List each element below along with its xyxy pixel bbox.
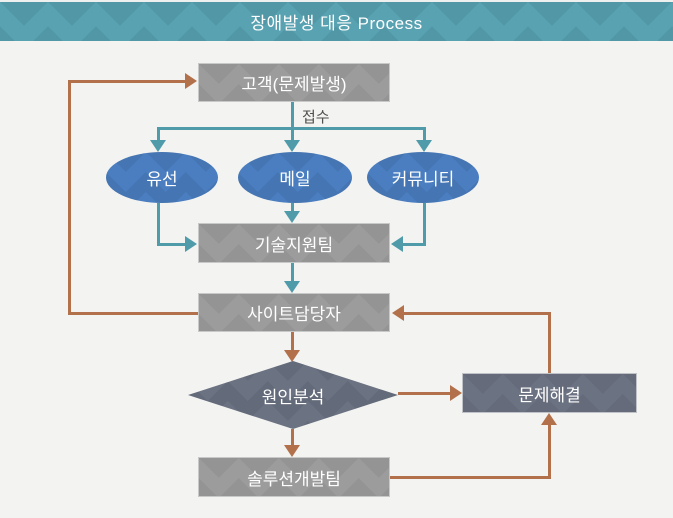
node-cause-analysis-label: 원인분석 <box>261 387 325 407</box>
node-cause-analysis: 원인분석 <box>188 361 398 429</box>
edge-solution-up <box>548 425 551 479</box>
node-channel-phone: 유선 <box>106 152 218 203</box>
node-mail-label: 메일 <box>279 170 311 189</box>
edge-branch-horizontal <box>157 127 426 130</box>
node-problem-resolution-label: 문제해결 <box>518 385 581 405</box>
arrowhead-community-to-tech <box>391 236 403 252</box>
edge-resolve-to-site <box>404 312 551 315</box>
edge-resolve-up <box>548 314 551 374</box>
edge-drop-community <box>423 127 426 141</box>
edge-loop-top <box>68 80 185 83</box>
arrowhead-mail-to-tech <box>284 211 300 223</box>
node-solution-dev-team: 솔루션개발팀 <box>198 457 390 497</box>
edge-phone-right <box>157 243 185 246</box>
node-problem-resolution: 문제해결 <box>462 373 637 413</box>
node-site-manager-label: 사이트담당자 <box>247 305 341 324</box>
title-bar: 장애발생 대응 Process <box>0 2 673 41</box>
edge-community-down <box>423 203 426 246</box>
edge-community-left <box>403 243 426 246</box>
node-tech-support: 기술지원팀 <box>198 223 390 263</box>
edge-solution-right <box>390 476 551 479</box>
arrowhead-resolve-to-site <box>392 305 404 321</box>
edge-label-receipt: 접수 <box>302 109 330 126</box>
node-community-label: 커뮤니티 <box>391 170 455 189</box>
edge-drop-phone <box>157 127 160 141</box>
node-customer-label: 고객(문제발생) <box>241 75 347 94</box>
arrowhead-solution-to-resolve <box>541 413 557 425</box>
arrowhead-to-mail <box>284 140 300 152</box>
edge-diamond-to-solution <box>291 429 294 446</box>
arrowhead-site-to-customer <box>185 73 197 89</box>
arrowhead-phone-to-tech <box>185 236 197 252</box>
node-customer: 고객(문제발생) <box>198 63 390 102</box>
edge-diamond-to-resolve <box>398 392 451 395</box>
edge-site-to-diamond <box>291 332 294 351</box>
arrowhead-tech-to-site <box>284 281 300 293</box>
node-phone-label: 유선 <box>146 170 178 189</box>
node-site-manager: 사이트담당자 <box>198 293 390 332</box>
edge-mail-down <box>291 203 294 212</box>
arrowhead-to-community <box>416 140 432 152</box>
node-channel-community: 커뮤니티 <box>367 152 479 203</box>
arrowhead-site-to-diamond <box>284 350 300 362</box>
node-solution-dev-label: 솔루션개발팀 <box>247 469 341 489</box>
edge-phone-down <box>157 203 160 246</box>
arrowhead-to-phone <box>150 140 166 152</box>
edge-site-left <box>68 312 198 315</box>
page-title: 장애발생 대응 Process <box>250 14 423 33</box>
arrowhead-diamond-to-resolve <box>450 385 462 401</box>
edge-loop-left-vertical <box>68 80 71 315</box>
edge-receipt-vertical <box>291 102 294 141</box>
arrowhead-diamond-to-solution <box>284 445 300 457</box>
node-channel-mail: 메일 <box>238 152 352 203</box>
top-border <box>0 0 673 2</box>
edge-tech-to-site <box>291 263 294 282</box>
node-tech-support-label: 기술지원팀 <box>254 235 334 255</box>
